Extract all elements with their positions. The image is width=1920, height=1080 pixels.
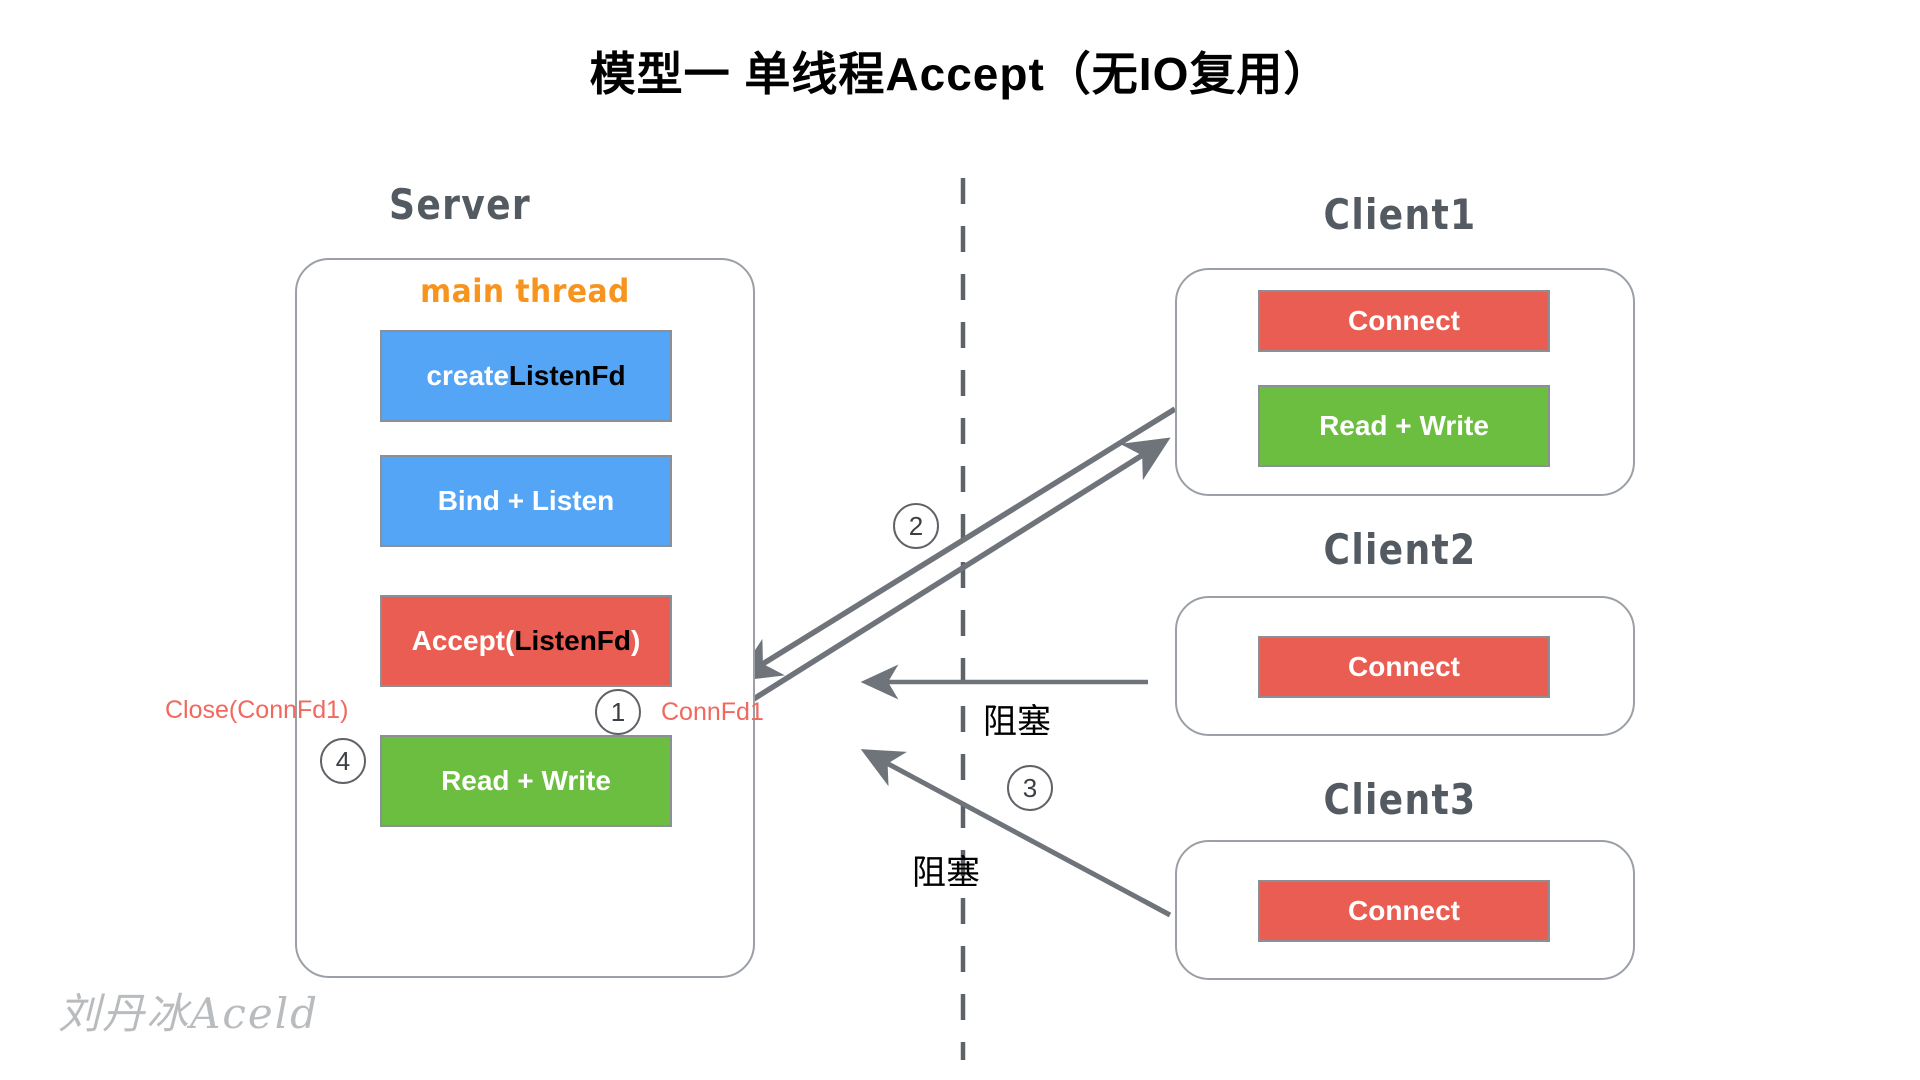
server-step-bind-listen[interactable]: Bind + Listen (380, 455, 672, 547)
close-connfd-label: Close(ConnFd1) (165, 696, 349, 724)
client1-step-connect[interactable]: Connect (1258, 290, 1550, 352)
server-step-read-write[interactable]: Read + Write (380, 735, 672, 827)
client3-caption: Client3 (1323, 775, 1477, 824)
step-text: Read + Write (441, 765, 611, 796)
step-text: create (426, 360, 509, 391)
step-number-1: 1 (595, 689, 641, 735)
arrow-client1-to-server (734, 406, 1177, 682)
step-number-3: 3 (1007, 765, 1053, 811)
page-title: 模型一 单线程Accept（无IO复用） (0, 38, 1920, 104)
step-text: Connect (1348, 895, 1460, 926)
server-step-accept[interactable]: Accept(ListenFd) (380, 595, 672, 687)
step-text-tail: ) (631, 625, 641, 656)
client1-caption: Client1 (1323, 190, 1477, 239)
step-text: Accept( (411, 625, 515, 656)
title-accent: 模型一 (589, 48, 731, 100)
blocked-label-client3: 阻塞 (912, 854, 980, 892)
step-text: Connect (1348, 651, 1460, 682)
step-text: Read + Write (1319, 410, 1489, 441)
blocked-label-client2: 阻塞 (983, 703, 1051, 741)
step-text-emph: ListenFd (508, 360, 626, 391)
arrow-server-to-client1 (750, 437, 1171, 703)
server-step-create-listenfd[interactable]: create ListenFd (380, 330, 672, 422)
client1-step-read-write[interactable]: Read + Write (1258, 385, 1550, 467)
server-caption: Server (389, 180, 531, 229)
step-text: Connect (1348, 305, 1460, 336)
step-text-emph: ListenFd (514, 625, 632, 656)
connfd-label: ConnFd1 (661, 698, 764, 726)
step-number-4: 4 (320, 738, 366, 784)
title-rest: 单线程Accept（无IO复用） (730, 48, 1331, 100)
main-thread-label: main thread (420, 272, 630, 310)
client2-caption: Client2 (1323, 525, 1477, 574)
step-number-2: 2 (893, 503, 939, 549)
step-text: Bind + Listen (437, 485, 615, 516)
watermark: 刘丹冰Aceld (58, 989, 320, 1038)
client3-step-connect[interactable]: Connect (1258, 880, 1550, 942)
client2-step-connect[interactable]: Connect (1258, 636, 1550, 698)
